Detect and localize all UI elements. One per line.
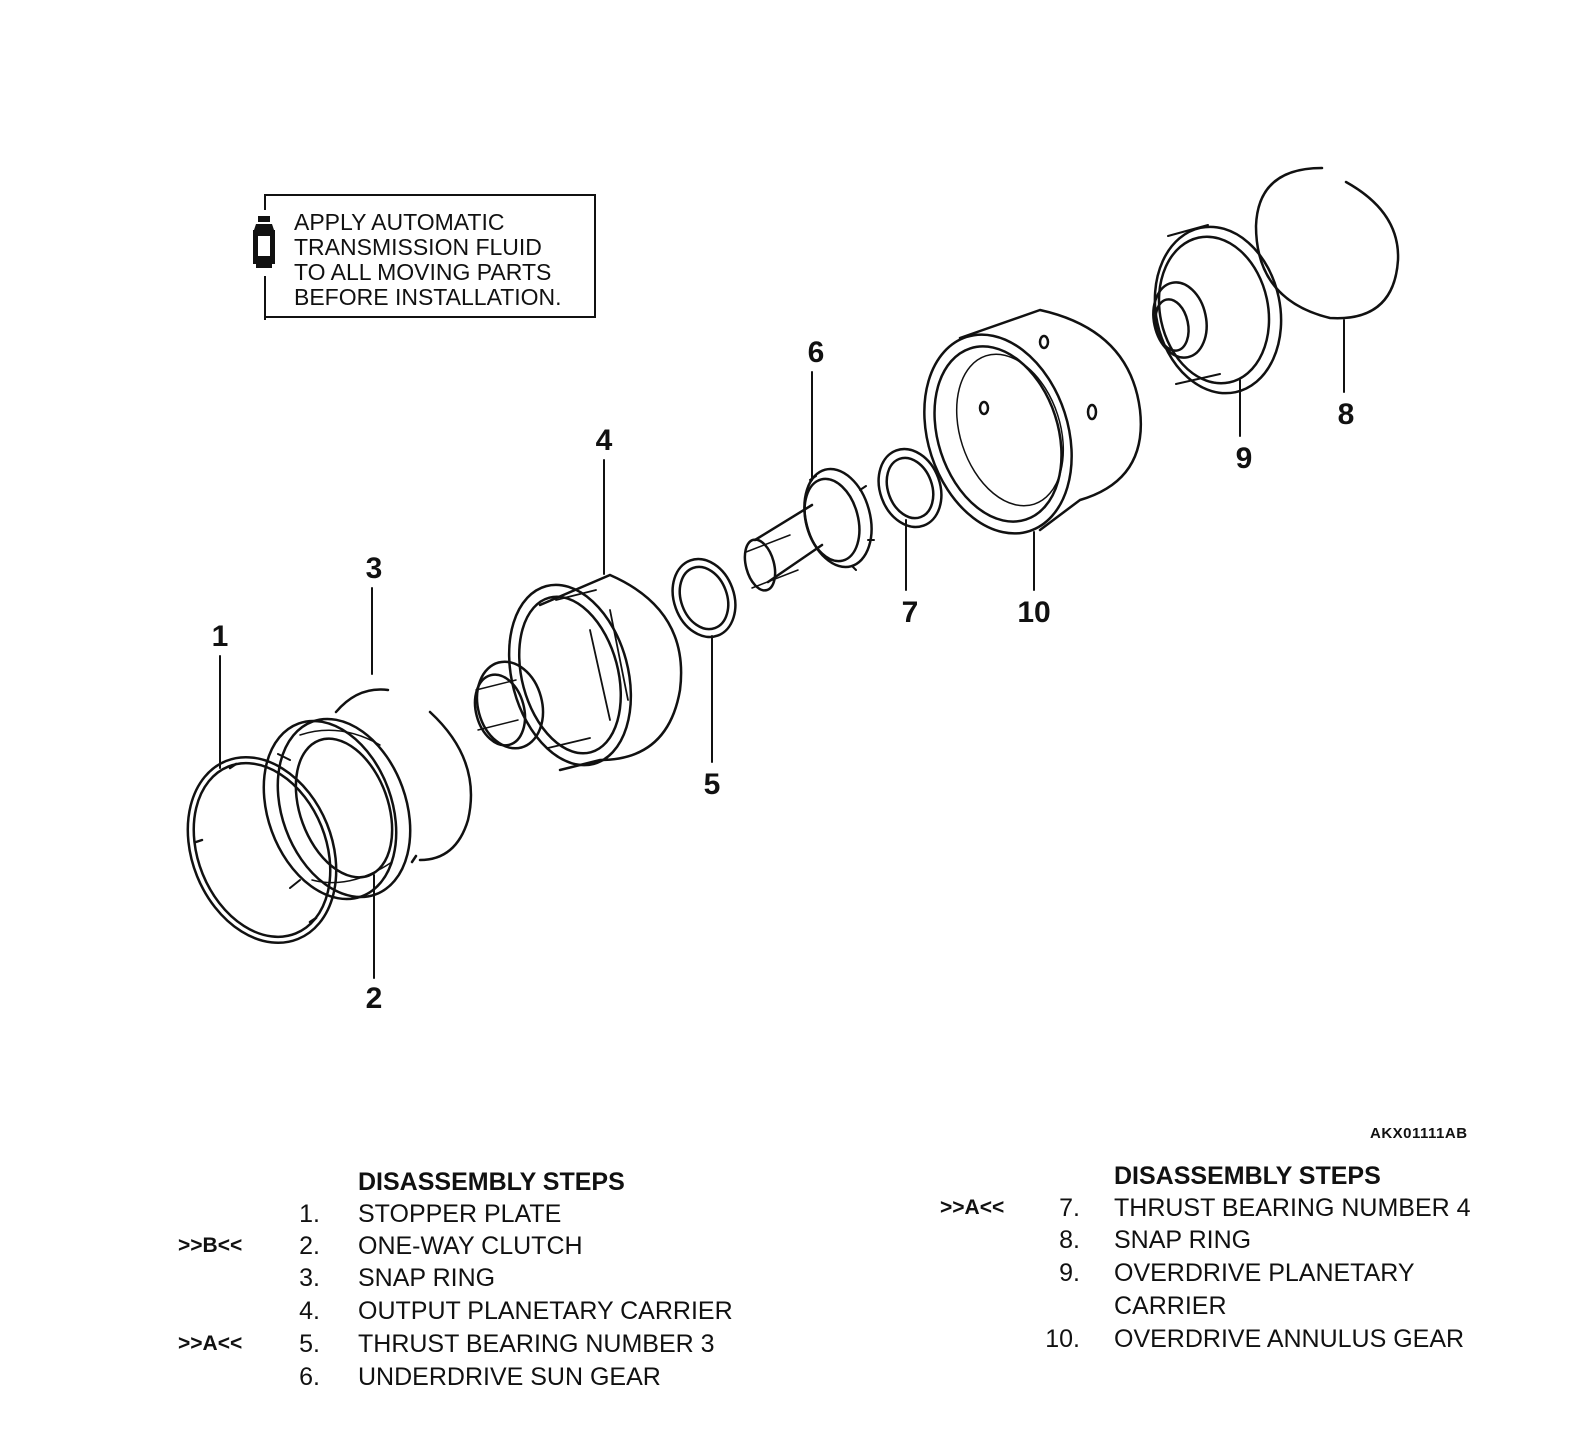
steps-heading: DISASSEMBLY STEPS xyxy=(358,1168,625,1196)
overdrive-annulus-gear-part xyxy=(923,308,1143,535)
reference-code: AKX01111AB xyxy=(1370,1125,1468,1142)
fluid-bottle-icon xyxy=(253,216,275,268)
step-number: 10. xyxy=(1045,1325,1080,1353)
callout-2: 2 xyxy=(366,982,383,1015)
step-label: OVERDRIVE PLANETARY xyxy=(1114,1259,1415,1287)
step-number: 7. xyxy=(1059,1194,1080,1222)
output-planetary-carrier-part xyxy=(473,573,683,772)
callout-4: 4 xyxy=(596,424,613,457)
step-mark: >>B<< xyxy=(178,1234,243,1257)
callout-8: 8 xyxy=(1338,398,1355,431)
step-number: 3. xyxy=(299,1264,320,1292)
underdrive-sun-gear-part xyxy=(743,467,875,592)
step-label: UNDERDRIVE SUN GEAR xyxy=(358,1363,661,1391)
thrust-bearing-3-part xyxy=(671,557,737,639)
step-mark: >>A<< xyxy=(178,1332,243,1355)
steps-heading: DISASSEMBLY STEPS xyxy=(1114,1162,1381,1190)
step-mark: >>A<< xyxy=(940,1196,1005,1219)
step-label: OUTPUT PLANETARY CARRIER xyxy=(358,1297,733,1325)
step-number: 9. xyxy=(1059,1259,1080,1287)
step-number: 4. xyxy=(299,1297,320,1325)
callout-6: 6 xyxy=(808,336,825,369)
callout-10: 10 xyxy=(1017,596,1050,629)
callout-3: 3 xyxy=(366,552,383,585)
step-label: OVERDRIVE ANNULUS GEAR xyxy=(1114,1325,1465,1353)
step-label: SNAP RING xyxy=(358,1264,496,1292)
callout-5: 5 xyxy=(704,768,721,801)
step-number: 5. xyxy=(299,1330,320,1358)
step-label: THRUST BEARING NUMBER 4 xyxy=(1114,1194,1471,1222)
note-line: APPLY AUTOMATIC xyxy=(294,209,505,235)
note-line: BEFORE INSTALLATION. xyxy=(294,284,562,310)
snap-ring-part-3 xyxy=(334,688,473,864)
leader-lines xyxy=(219,319,1345,979)
overdrive-planetary-carrier-part xyxy=(1152,224,1283,395)
note-line: TO ALL MOVING PARTS xyxy=(294,259,552,285)
thrust-bearing-4-part xyxy=(877,447,943,529)
step-label: THRUST BEARING NUMBER 3 xyxy=(358,1330,715,1358)
step-label: CARRIER xyxy=(1114,1292,1227,1320)
fluid-note-box: APPLY AUTOMATIC TRANSMISSION FLUID TO AL… xyxy=(253,194,596,320)
step-number: 6. xyxy=(299,1363,320,1391)
one-way-clutch-part xyxy=(262,717,412,901)
step-number: 2. xyxy=(299,1232,320,1260)
step-number: 1. xyxy=(299,1200,320,1228)
step-number: 8. xyxy=(1059,1226,1080,1254)
step-label: ONE-WAY CLUTCH xyxy=(358,1232,583,1260)
callout-9: 9 xyxy=(1236,442,1253,475)
step-label: STOPPER PLATE xyxy=(358,1200,562,1228)
snap-ring-part-8 xyxy=(1254,166,1400,320)
note-text: APPLY AUTOMATIC TRANSMISSION FLUID TO AL… xyxy=(294,210,562,310)
callout-1: 1 xyxy=(212,620,229,653)
note-line: TRANSMISSION FLUID xyxy=(294,234,542,260)
callout-7: 7 xyxy=(902,596,919,629)
step-label: SNAP RING xyxy=(1114,1226,1252,1254)
stopper-plate-part xyxy=(186,755,338,945)
